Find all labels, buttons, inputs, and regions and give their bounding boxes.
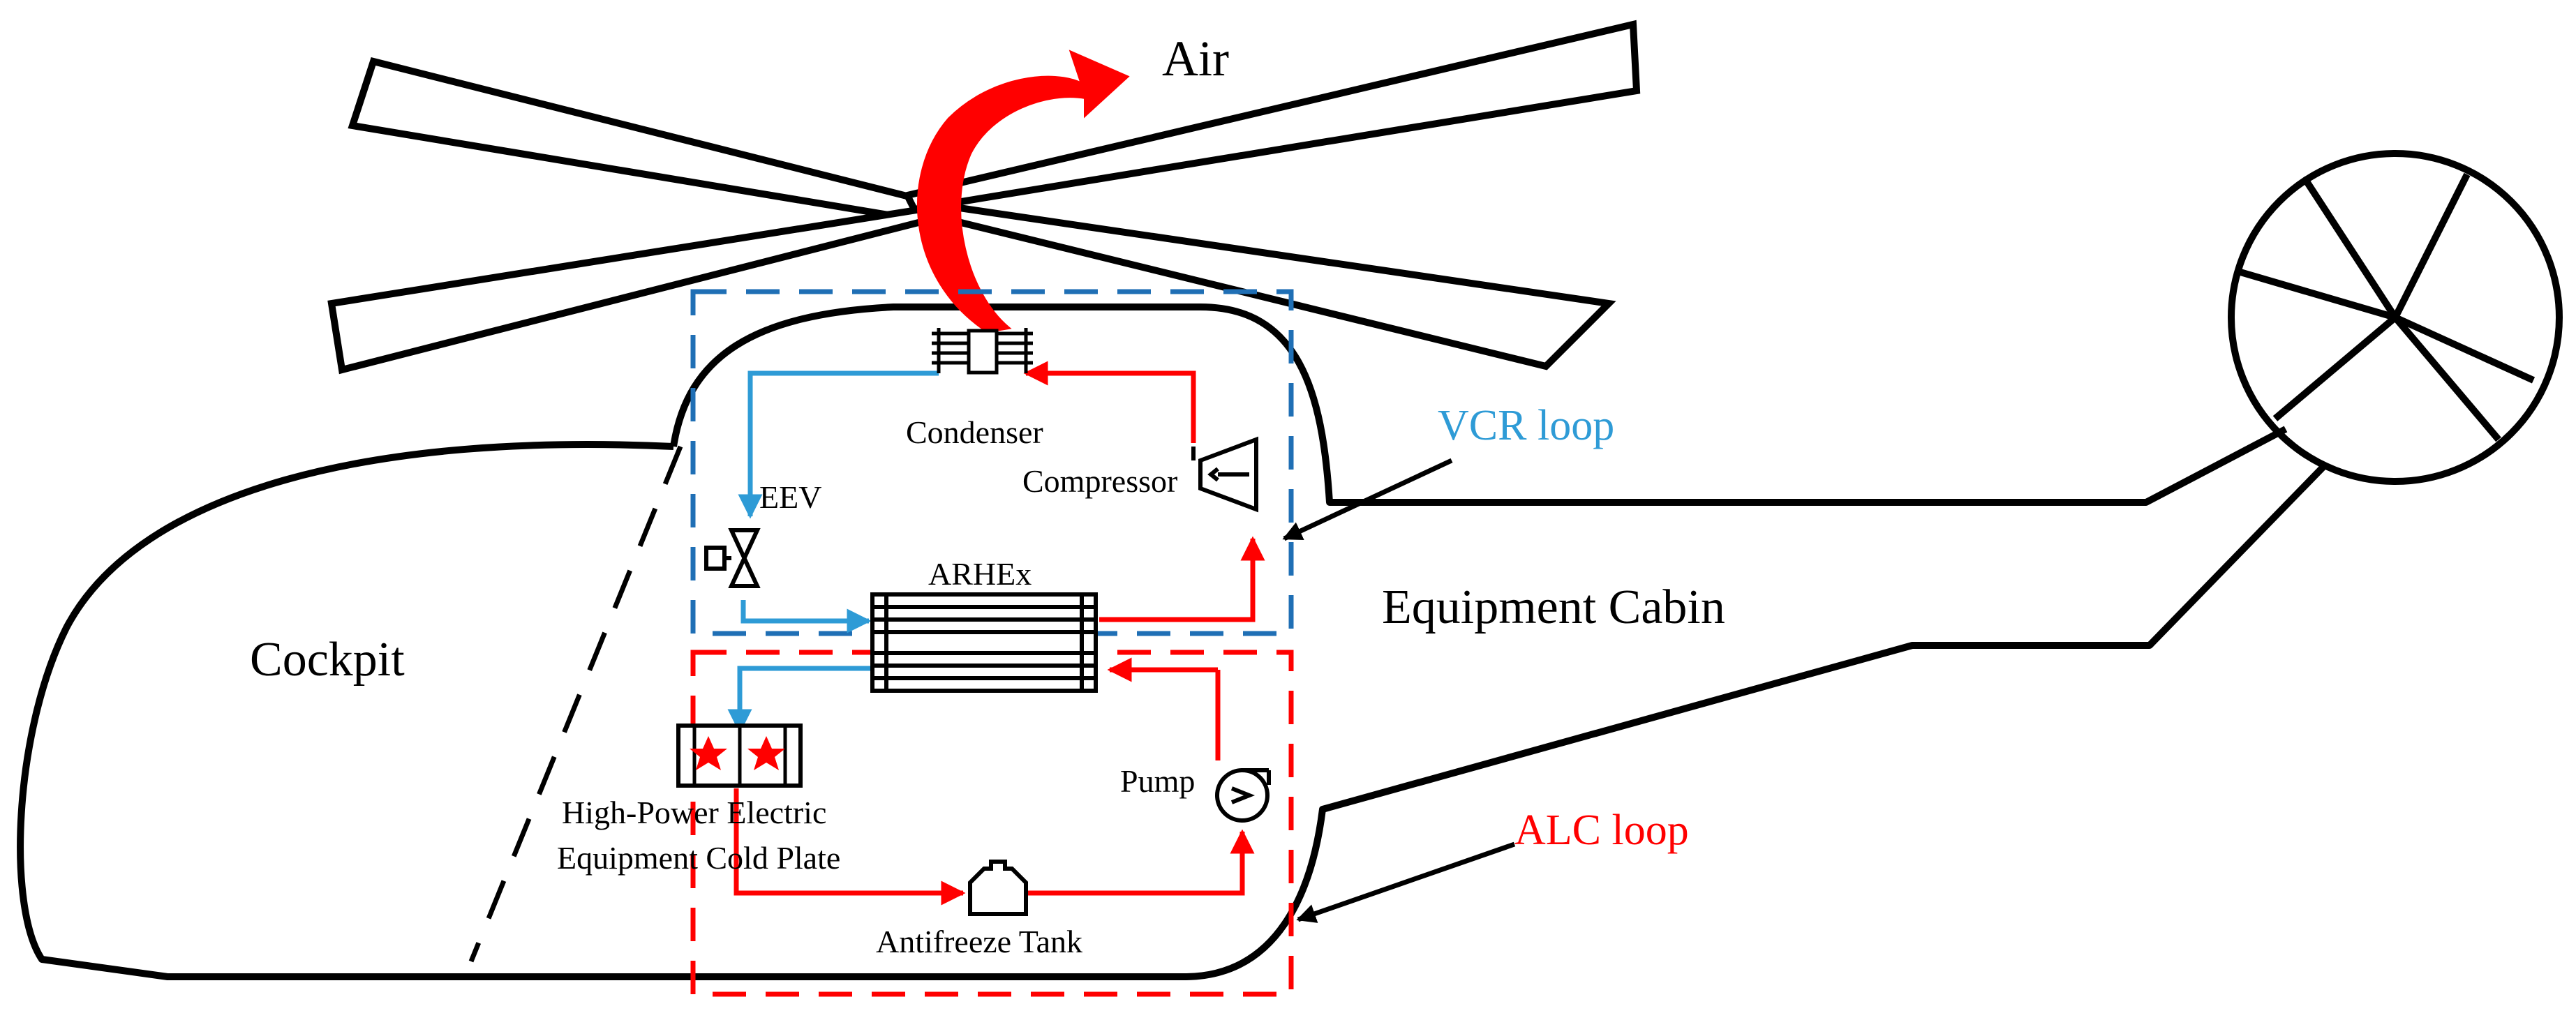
antifreeze-tank-icon: [968, 860, 1028, 916]
vcr-loop-label: VCR loop: [1438, 402, 1614, 449]
eev-label: EEV: [759, 479, 821, 515]
air-flow-arrow: [917, 50, 1130, 333]
cockpit-separator: [468, 445, 683, 963]
loop-pointer-arrows: [1282, 458, 1516, 923]
alc-loop-boundary: [690, 650, 1294, 997]
arhex-heat-exchanger-icon: [870, 592, 1098, 693]
equipment-cabin-label: Equipment Cabin: [1382, 580, 1725, 634]
cockpit-label: Cockpit: [250, 633, 405, 687]
vcr-refrigerant-lines: [727, 370, 939, 734]
pump-label: Pump: [1120, 763, 1195, 799]
air-label: Air: [1162, 31, 1229, 87]
cold-plate-label-line1: High-Power Electric: [562, 795, 826, 830]
alc-loop-label: ALC loop: [1514, 807, 1689, 854]
compressor-icon: [1191, 436, 1258, 513]
eev-valve-icon: [704, 528, 761, 588]
tail-rotor: [2228, 150, 2563, 485]
pump-icon: [1215, 768, 1271, 823]
main-rotor: [327, 20, 1641, 375]
condenser-icon: [932, 328, 1033, 375]
cold-plate-icon: [676, 724, 803, 788]
arhex-label: ARHEx: [928, 556, 1032, 592]
helicopter-outline: [17, 303, 2327, 980]
condenser-label: Condenser: [906, 414, 1043, 450]
alc-coolant-lines: [734, 361, 1265, 906]
compressor-label: Compressor: [1022, 463, 1177, 499]
antifreeze-tank-label: Antifreeze Tank: [876, 924, 1082, 959]
cold-plate-label-line2: Equipment Cold Plate: [557, 840, 840, 876]
